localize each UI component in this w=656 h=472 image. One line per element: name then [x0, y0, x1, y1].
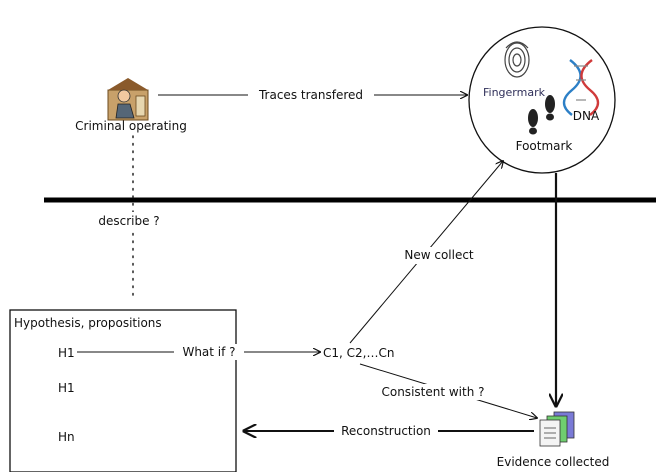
- footprints-icon: [528, 95, 555, 135]
- new-collect-label: New collect: [404, 248, 474, 262]
- consistent-with-label: Consistent with ?: [381, 385, 484, 399]
- describe-label: describe ?: [98, 214, 159, 228]
- documents-stack-icon: [539, 411, 575, 447]
- h1-first: H1: [58, 346, 75, 360]
- fingerprint-icon: [504, 41, 530, 78]
- h1-second: H1: [58, 381, 75, 395]
- hn-label: Hn: [58, 430, 75, 444]
- criminal-label: Criminal operating: [75, 119, 187, 133]
- consequences-label: C1, C2,…Cn: [323, 346, 394, 360]
- hypothesis-box: [9, 309, 237, 472]
- hypothesis-title: Hypothesis, propositions: [14, 316, 162, 330]
- traces-label: Traces transfered: [258, 88, 363, 102]
- fingermark-label: Fingermark: [483, 86, 546, 99]
- what-if-label: What if ?: [182, 345, 235, 359]
- dna-label: DNA: [573, 109, 600, 123]
- dna-helix-icon: [562, 59, 600, 116]
- evidence-label: Evidence collected: [497, 455, 610, 469]
- criminal-figure-icon: [107, 78, 149, 121]
- footmark-label: Footmark: [516, 139, 573, 153]
- reconstruction-label: Reconstruction: [341, 424, 431, 438]
